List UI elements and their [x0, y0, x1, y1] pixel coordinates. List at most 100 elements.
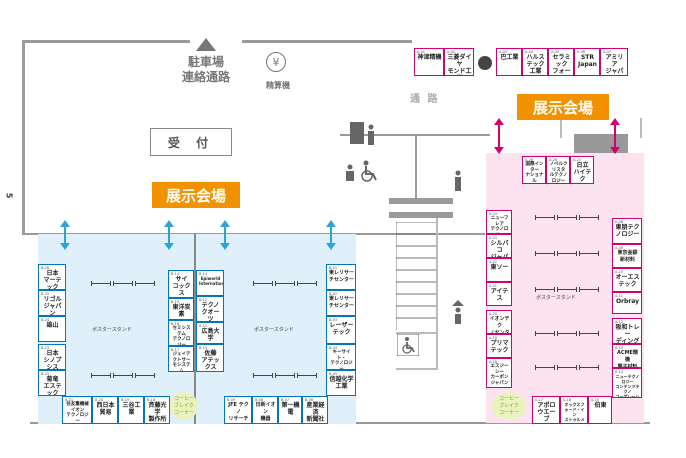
pillar-circle — [478, 56, 492, 70]
double-arrow-icon — [494, 118, 504, 154]
poster-stand — [253, 372, 273, 378]
poster-stand — [253, 280, 273, 286]
poster-stand — [557, 214, 577, 220]
poster-stand-label: ポスタースタンド — [254, 327, 294, 333]
poster-stand — [297, 372, 317, 378]
yen-icon: ¥ — [266, 52, 286, 72]
double-arrow-icon — [60, 220, 70, 250]
poster-stand-label: ポスタースタンド — [92, 327, 132, 333]
up-arrow-person-icon — [452, 300, 464, 324]
partition — [194, 234, 196, 424]
poster-stand — [535, 250, 555, 256]
poster-stand — [535, 214, 555, 220]
poster-stand — [113, 280, 133, 286]
wall — [389, 198, 453, 204]
coffee-break-corner-right: コーヒー ブレイク コーナー — [492, 392, 526, 420]
wheelchair-icon — [397, 334, 419, 356]
wall — [436, 218, 438, 368]
poster-stand — [579, 250, 599, 256]
wall — [640, 118, 642, 138]
poster-stand — [535, 330, 555, 336]
poster-stand — [557, 330, 577, 336]
poster-stand — [535, 286, 555, 292]
wall — [396, 332, 438, 334]
poster-stand — [579, 214, 599, 220]
poster-stand — [275, 372, 295, 378]
poster-stand — [135, 372, 155, 378]
poster-stand — [275, 280, 295, 286]
stairs-icon — [396, 222, 436, 330]
poster-stand — [579, 364, 599, 370]
wall — [22, 40, 25, 158]
poster-stand — [557, 250, 577, 256]
poster-stand — [557, 364, 577, 370]
poster-stand — [91, 280, 111, 286]
wall — [389, 212, 453, 218]
double-arrow-icon — [164, 220, 174, 250]
double-arrow-icon — [326, 220, 336, 250]
wall — [22, 40, 190, 43]
parking-passage-label: 駐車場 連絡通路 — [181, 55, 230, 84]
wall — [242, 40, 412, 43]
double-arrow-icon — [220, 220, 230, 250]
exhibition-banner-left: 展示会場 — [152, 182, 240, 208]
poster-stand — [579, 286, 599, 292]
poster-stand — [297, 280, 317, 286]
reception-desk: 受 付 — [150, 128, 232, 156]
poster-stand — [579, 330, 599, 336]
